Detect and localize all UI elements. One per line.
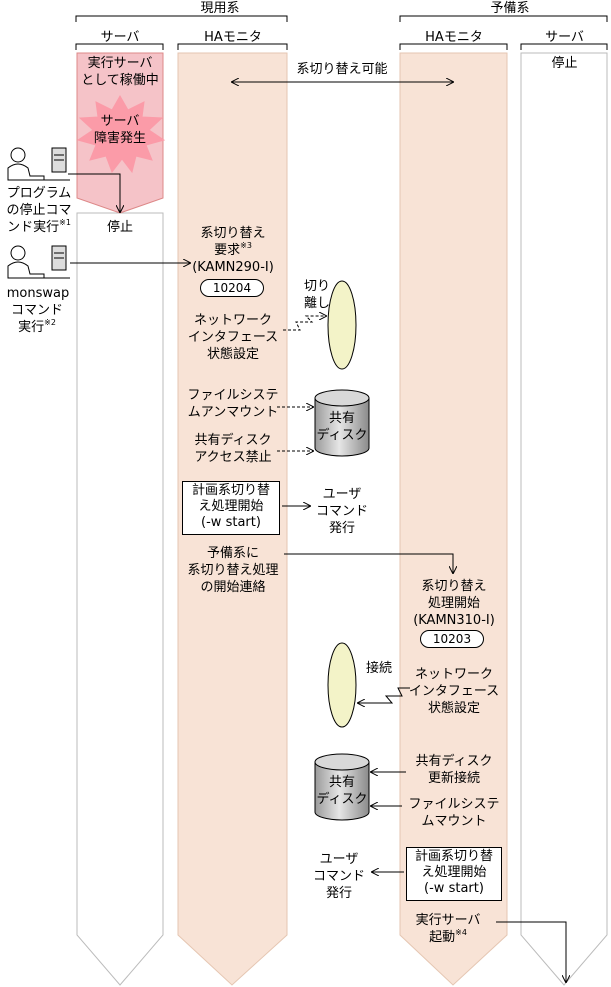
disk-connect-label: 共有ディスク 更新接続 [415,754,493,786]
standby-network-setting-label: ネットワーク インタフェース 状態設定 [408,667,500,716]
lane-standby-server [520,52,608,986]
disk-block-label: 共有ディスク アクセス禁止 [194,433,272,465]
header-bracket-active [75,15,288,50]
switch-request-code: (KAMN290-I) [192,260,274,275]
lane-standby-ha [399,52,508,986]
server-stopped-label: 停止 [106,220,133,235]
standby-disk-shape [314,753,370,821]
lane-active-server-stopped [76,212,164,986]
standby-user-command-label: ユーザ コマンド 発行 [312,852,365,901]
col-server-standby-label: サーバ [545,30,584,45]
operator2-icon [7,245,70,279]
header-bracket-standby [399,15,608,50]
connect-label: 接続 [366,661,393,676]
message-10204: 10204 [200,279,264,297]
server-running-label: 実行サーバ として稼働中 [81,56,159,88]
standby-network-ellipse [327,642,357,728]
server-start-arrow [496,921,566,982]
active-network-setting-label: ネットワーク インタフェース 状態設定 [187,313,279,362]
active-shared-disk-label: 共有 ディスク [316,411,368,443]
switch-request-label: 系切り替え 要求※3 [200,226,266,258]
operator1-icon [7,147,70,181]
col-ha-standby-label: HAモニタ [425,30,483,45]
standby-switch-start-label: 系切り替え 処理開始 (KAMN310-I) [413,579,495,628]
mount-label: ファイルシステ ムマウント [408,797,500,829]
failure-burst-shape [76,94,166,174]
switchable-label: 系切り替え可能 [296,62,388,77]
network-connect-arrow [358,687,410,703]
detach-label: 切り 離し [304,279,331,311]
col-ha-active-label: HAモニタ [204,30,262,45]
active-planned-switch-box: 計画系切り替 え処理開始 (-w start) [182,481,280,535]
operator1-arrow [68,173,120,212]
notify-standby-label: 予備系に 系切り替え処理 の開始連絡 [187,546,279,595]
standby-server-stopped-label: 停止 [551,56,578,71]
operator2-label-b: コマンド 実行※2 [10,303,63,335]
standby-system-label: 予備系 [490,1,530,16]
standby-planned-switch-box: 計画系切り替 え処理開始 (-w start) [406,847,502,901]
col-server-active-label: サーバ [100,30,140,45]
notify-standby-arrow [284,553,453,573]
server-failure-label: サーバ 障害発生 [93,114,146,146]
operator1-label: プログラム の停止コマ ンド実行※1 [6,186,72,235]
message-10203: 10203 [420,630,484,648]
active-network-ellipse [327,280,357,370]
server-start-label: 実行サーバ 起動※4 [415,913,481,945]
active-system-label: 現用系 [200,1,240,16]
active-user-command-label: ユーザ コマンド 発行 [315,487,368,536]
operator2-label-a: monswap [6,286,70,301]
active-disk-shape [314,389,370,457]
unmount-label: ファイルシステ ムアンマウント [187,388,279,420]
standby-shared-disk-label: 共有 ディスク [316,775,368,807]
